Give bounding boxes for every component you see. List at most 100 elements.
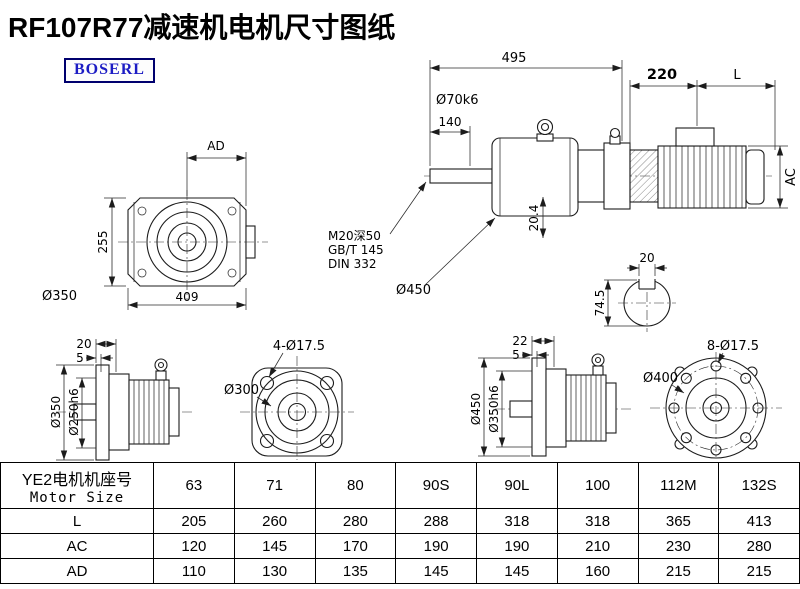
- dim-220-label: 220: [647, 67, 677, 83]
- bolt-hole: [259, 375, 275, 391]
- motor-adapter: [629, 149, 659, 203]
- dia-300-label: Ø300: [224, 383, 259, 398]
- row-label-L: L: [0, 508, 154, 534]
- shaft-section-view: 20 74.5: [593, 251, 676, 332]
- housing-dia-label: Ø450: [396, 283, 431, 298]
- table-cell: 413: [718, 508, 800, 534]
- dim-L-label: L: [733, 68, 741, 83]
- thread-spec-line1: M20深50: [328, 229, 381, 243]
- dim-22-label: 22: [512, 334, 527, 348]
- size-col-71: 71: [233, 462, 316, 509]
- bolt-hole: [319, 375, 335, 391]
- bolt-hole: [680, 372, 692, 384]
- dim-140-label: 140: [439, 115, 462, 129]
- dia-400-label: Ø400: [643, 371, 678, 386]
- table-cell: 160: [556, 558, 639, 584]
- bolt-hole: [259, 433, 275, 449]
- table-header-cell: YE2电机机座号 Motor Size: [0, 462, 154, 509]
- flange-plate: [95, 364, 110, 461]
- dim-ad-label: AD: [207, 139, 224, 153]
- lifting-eye: [154, 358, 168, 372]
- table-cell: 215: [718, 558, 800, 584]
- dim-745-label: 74.5: [593, 290, 607, 317]
- size-col-100: 100: [556, 462, 639, 509]
- table-cell: 215: [637, 558, 720, 584]
- table-cell: 280: [314, 508, 397, 534]
- table-cell: 145: [233, 533, 316, 559]
- table-cell: 190: [476, 533, 558, 559]
- table-cell: 230: [637, 533, 720, 559]
- bolt-hole: [740, 432, 752, 444]
- output-shaft-stub: [509, 400, 533, 418]
- motor-size-label-en: Motor Size: [29, 489, 125, 506]
- table-cell: 210: [556, 533, 639, 559]
- lifting-eye: [591, 353, 605, 367]
- assembly-side-view: 495 140 Ø70k6 220 L AC 20.4 M20深50 GB/T …: [328, 51, 799, 298]
- input-shaft: [429, 168, 493, 184]
- dim-20-label: 20: [76, 337, 91, 351]
- bolt-hole: [740, 372, 752, 384]
- fan-cover: [745, 149, 765, 205]
- flange-plate: [531, 357, 547, 457]
- dim-5-label: 5: [512, 348, 520, 362]
- gearbox-housing: [491, 137, 579, 217]
- flange-front-view-large: 8-Ø17.5 Ø400: [643, 339, 782, 460]
- dim-204-label: 20.4: [527, 205, 541, 232]
- table-row-AC: AC 120 145 170 190 190 210 230 280: [0, 533, 800, 559]
- dim-ac-label: AC: [784, 168, 799, 186]
- table-cell: 318: [556, 508, 639, 534]
- flange-front-view-small: 4-Ø17.5 Ø300: [224, 339, 354, 460]
- table-cell: 135: [314, 558, 397, 584]
- flange-side-view-large: 22 5 Ø450 Ø350h6: [469, 334, 632, 457]
- table-cell: 120: [153, 533, 235, 559]
- flange-od-label: Ø350: [49, 396, 63, 428]
- lifting-eye: [536, 118, 554, 136]
- motor-size-table: YE2电机机座号 Motor Size 63 71 80 90S 90L 100…: [0, 462, 800, 584]
- dim-keyway-20-label: 20: [639, 251, 654, 265]
- shaft-dia-label: Ø70k6: [436, 93, 479, 108]
- bolt-hole: [680, 432, 692, 444]
- size-col-90l: 90L: [476, 462, 558, 509]
- table-cell: 288: [395, 508, 477, 534]
- dia-350-label: Ø350: [42, 289, 77, 304]
- table-cell: 280: [718, 533, 800, 559]
- size-col-132s: 132S: [718, 462, 800, 509]
- flange-od-label: Ø450: [469, 393, 483, 425]
- table-cell: 260: [233, 508, 316, 534]
- page-title: RF107R77减速机电机尺寸图纸: [8, 12, 396, 43]
- size-col-63: 63: [153, 462, 235, 509]
- size-col-90s: 90S: [395, 462, 477, 509]
- flange-side-view-small: 20 5 Ø350 Ø250h6: [49, 337, 192, 461]
- dim-5-label: 5: [76, 351, 84, 365]
- spigot-dia-label: Ø250h6: [67, 388, 81, 436]
- gearbox-front-view: AD 255 409 Ø350: [42, 139, 268, 310]
- row-label-AD: AD: [0, 558, 154, 584]
- table-cell: 145: [476, 558, 558, 584]
- table-cell: 365: [637, 508, 720, 534]
- table-cell: 110: [153, 558, 235, 584]
- terminal-box: [675, 127, 715, 147]
- table-cell: 318: [476, 508, 558, 534]
- brand-logo: BOSERL: [64, 58, 155, 83]
- table-cell: 170: [314, 533, 397, 559]
- bolt-holes-label: 8-Ø17.5: [707, 339, 759, 354]
- spigot-dia-label: Ø350h6: [487, 385, 501, 433]
- table-cell: 190: [395, 533, 477, 559]
- motor-size-label-cn: YE2电机机座号: [21, 471, 133, 489]
- table-row-AD: AD 110 130 135 145 145 160 215 215: [0, 558, 800, 584]
- dim-495-label: 495: [502, 51, 527, 66]
- size-col-80: 80: [314, 462, 397, 509]
- table-row-L: L 205 260 280 288 318 318 365 413: [0, 508, 800, 534]
- row-label-AC: AC: [0, 533, 154, 559]
- thread-spec-line2: GB/T 145: [328, 243, 384, 257]
- dim-409-label: 409: [176, 290, 199, 304]
- size-col-112m: 112M: [637, 462, 720, 509]
- technical-drawing: AD 255 409 Ø350: [42, 51, 799, 461]
- thread-spec-line3: DIN 332: [328, 257, 376, 271]
- motor-body: [657, 145, 747, 209]
- bolt-hole: [319, 433, 335, 449]
- table-cell: 145: [395, 558, 477, 584]
- table-cell: 205: [153, 508, 235, 534]
- table-cell: 130: [233, 558, 316, 584]
